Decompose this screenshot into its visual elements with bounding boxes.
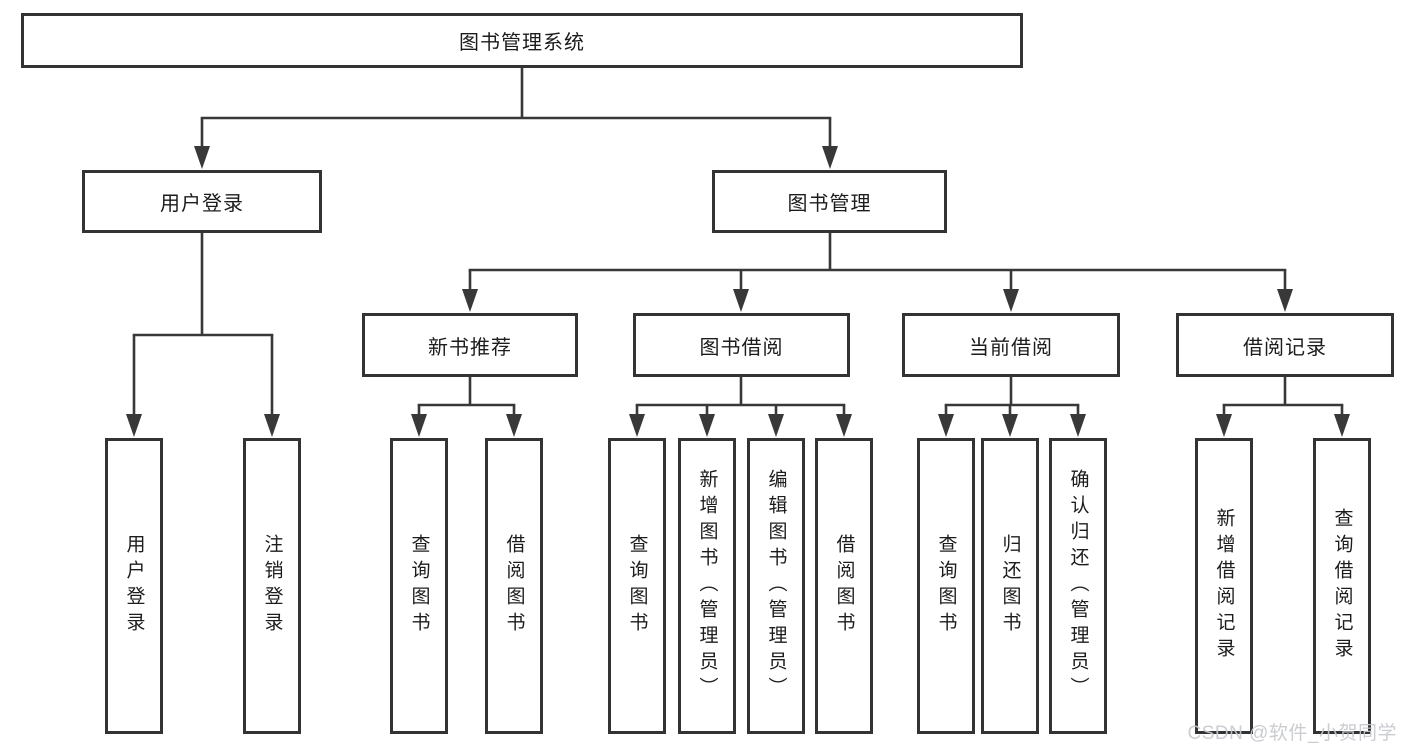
leaf-user-login: 用户登录	[105, 438, 163, 734]
arrow-down-icon	[836, 414, 852, 437]
node-label: 图书管理	[787, 193, 872, 215]
leaf-query-book: 查询图书	[917, 438, 975, 734]
leaf-label: 查询图书	[408, 534, 430, 638]
arrow-down-icon	[1070, 414, 1086, 437]
arrow-down-icon	[1002, 414, 1018, 437]
leaf-add-book-admin: 新增图书（管理员）	[678, 438, 736, 734]
leaf-add-borrow-record: 新增借阅记录	[1195, 438, 1253, 734]
leaf-edit-book-admin: 编辑图书（管理员）	[747, 438, 805, 734]
node-label: 借阅记录	[1243, 336, 1327, 359]
leaf-return-book: 归还图书	[981, 438, 1039, 734]
arrow-down-icon	[264, 414, 280, 437]
arrow-down-icon	[506, 414, 522, 437]
arrow-down-icon	[699, 414, 715, 437]
leaf-confirm-return-admin: 确认归还（管理员）	[1049, 438, 1107, 734]
node-user-login-branch: 用户登录	[82, 170, 322, 233]
leaf-label: 新增图书（管理员）	[696, 469, 718, 703]
arrow-down-icon	[1277, 289, 1293, 312]
node-root-label: 图书管理系统	[459, 32, 585, 54]
leaf-label: 查询图书	[935, 534, 957, 638]
arrow-down-icon	[194, 146, 210, 169]
leaf-query-book: 查询图书	[390, 438, 448, 734]
leaf-logout: 注销登录	[243, 438, 301, 734]
arrow-down-icon	[733, 289, 749, 312]
leaf-label: 确认归还（管理员）	[1067, 469, 1089, 703]
leaf-label: 查询图书	[626, 534, 648, 638]
node-new-book-recommend: 新书推荐	[362, 313, 578, 377]
arrow-down-icon	[1216, 414, 1232, 437]
leaf-label: 借阅图书	[833, 534, 855, 638]
arrow-down-icon	[629, 414, 645, 437]
leaf-borrow-book: 借阅图书	[485, 438, 543, 734]
leaf-borrow-book: 借阅图书	[815, 438, 873, 734]
node-label: 新书推荐	[428, 336, 512, 359]
arrow-down-icon	[1334, 414, 1350, 437]
leaf-label: 用户登录	[123, 534, 145, 638]
leaf-label: 新增借阅记录	[1213, 508, 1235, 664]
node-book-borrow: 图书借阅	[633, 313, 850, 377]
arrow-down-icon	[768, 414, 784, 437]
node-book-management-branch: 图书管理	[712, 170, 947, 233]
arrow-down-icon	[411, 414, 427, 437]
leaf-label: 归还图书	[999, 534, 1021, 638]
node-label: 图书借阅	[699, 336, 784, 359]
node-label: 用户登录	[160, 193, 244, 215]
arrow-down-icon	[938, 414, 954, 437]
leaf-query-borrow-record: 查询借阅记录	[1313, 438, 1371, 734]
leaf-label: 查询借阅记录	[1331, 508, 1353, 664]
arrow-down-icon	[462, 289, 478, 312]
node-label: 当前借阅	[969, 336, 1053, 359]
node-root-system: 图书管理系统	[21, 13, 1023, 68]
arrow-down-icon	[126, 414, 142, 437]
arrow-down-icon	[822, 146, 838, 169]
arrow-down-icon	[1003, 289, 1019, 312]
node-borrow-record: 借阅记录	[1176, 313, 1394, 377]
leaf-label: 编辑图书（管理员）	[765, 469, 787, 703]
node-current-borrow: 当前借阅	[902, 313, 1120, 377]
leaf-label: 注销登录	[261, 534, 283, 638]
leaf-query-book: 查询图书	[608, 438, 666, 734]
leaf-label: 借阅图书	[503, 534, 525, 638]
